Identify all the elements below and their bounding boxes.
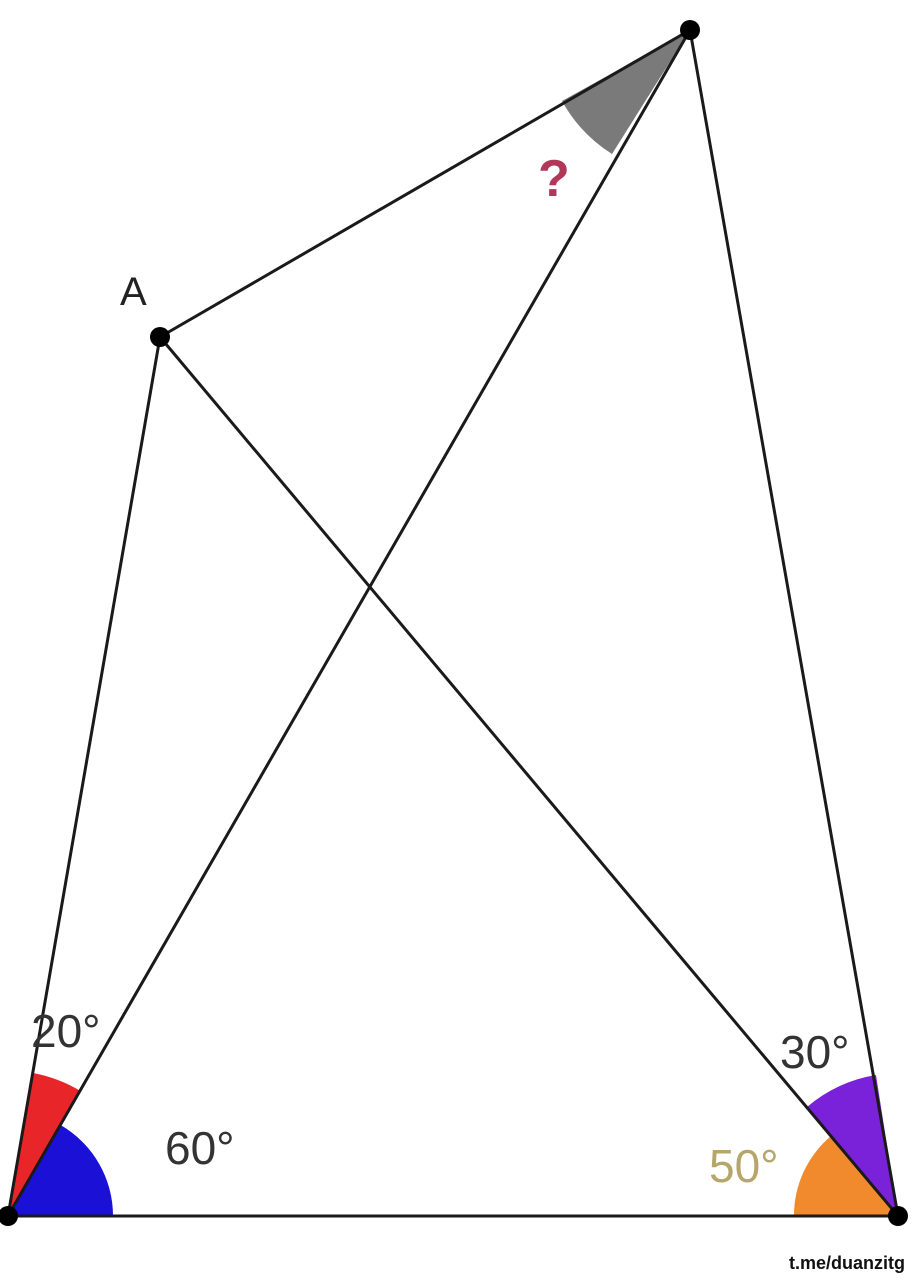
angle-20-sector (8, 1073, 81, 1216)
vertex-top (680, 20, 700, 40)
angle-50-label: 50° (709, 1140, 779, 1192)
vertex-bottom-left (0, 1206, 18, 1226)
vertex-a (150, 327, 170, 347)
angle-60-label: 60° (165, 1122, 235, 1174)
edge-left-to-a (6, 335, 162, 1218)
unknown-angle-sector (562, 30, 690, 154)
angle-30-sector (807, 1075, 898, 1216)
edge-right-to-a (158, 335, 900, 1218)
vertex-bottom-right (888, 1206, 908, 1226)
angle-30-label: 30° (780, 1026, 850, 1078)
edge-left-to-top (6, 28, 692, 1218)
edge-a-to-top (158, 28, 692, 339)
vertex-a-label: A (120, 270, 147, 314)
edge-right-to-top (688, 28, 900, 1218)
unknown-angle-question-mark: ? (538, 150, 570, 208)
watermark-text: t.me/duanzitg (789, 1253, 905, 1273)
angle-60-sector (8, 1125, 114, 1216)
angle-20-label: 20° (31, 1005, 101, 1057)
angle-50-sector (793, 1136, 898, 1216)
